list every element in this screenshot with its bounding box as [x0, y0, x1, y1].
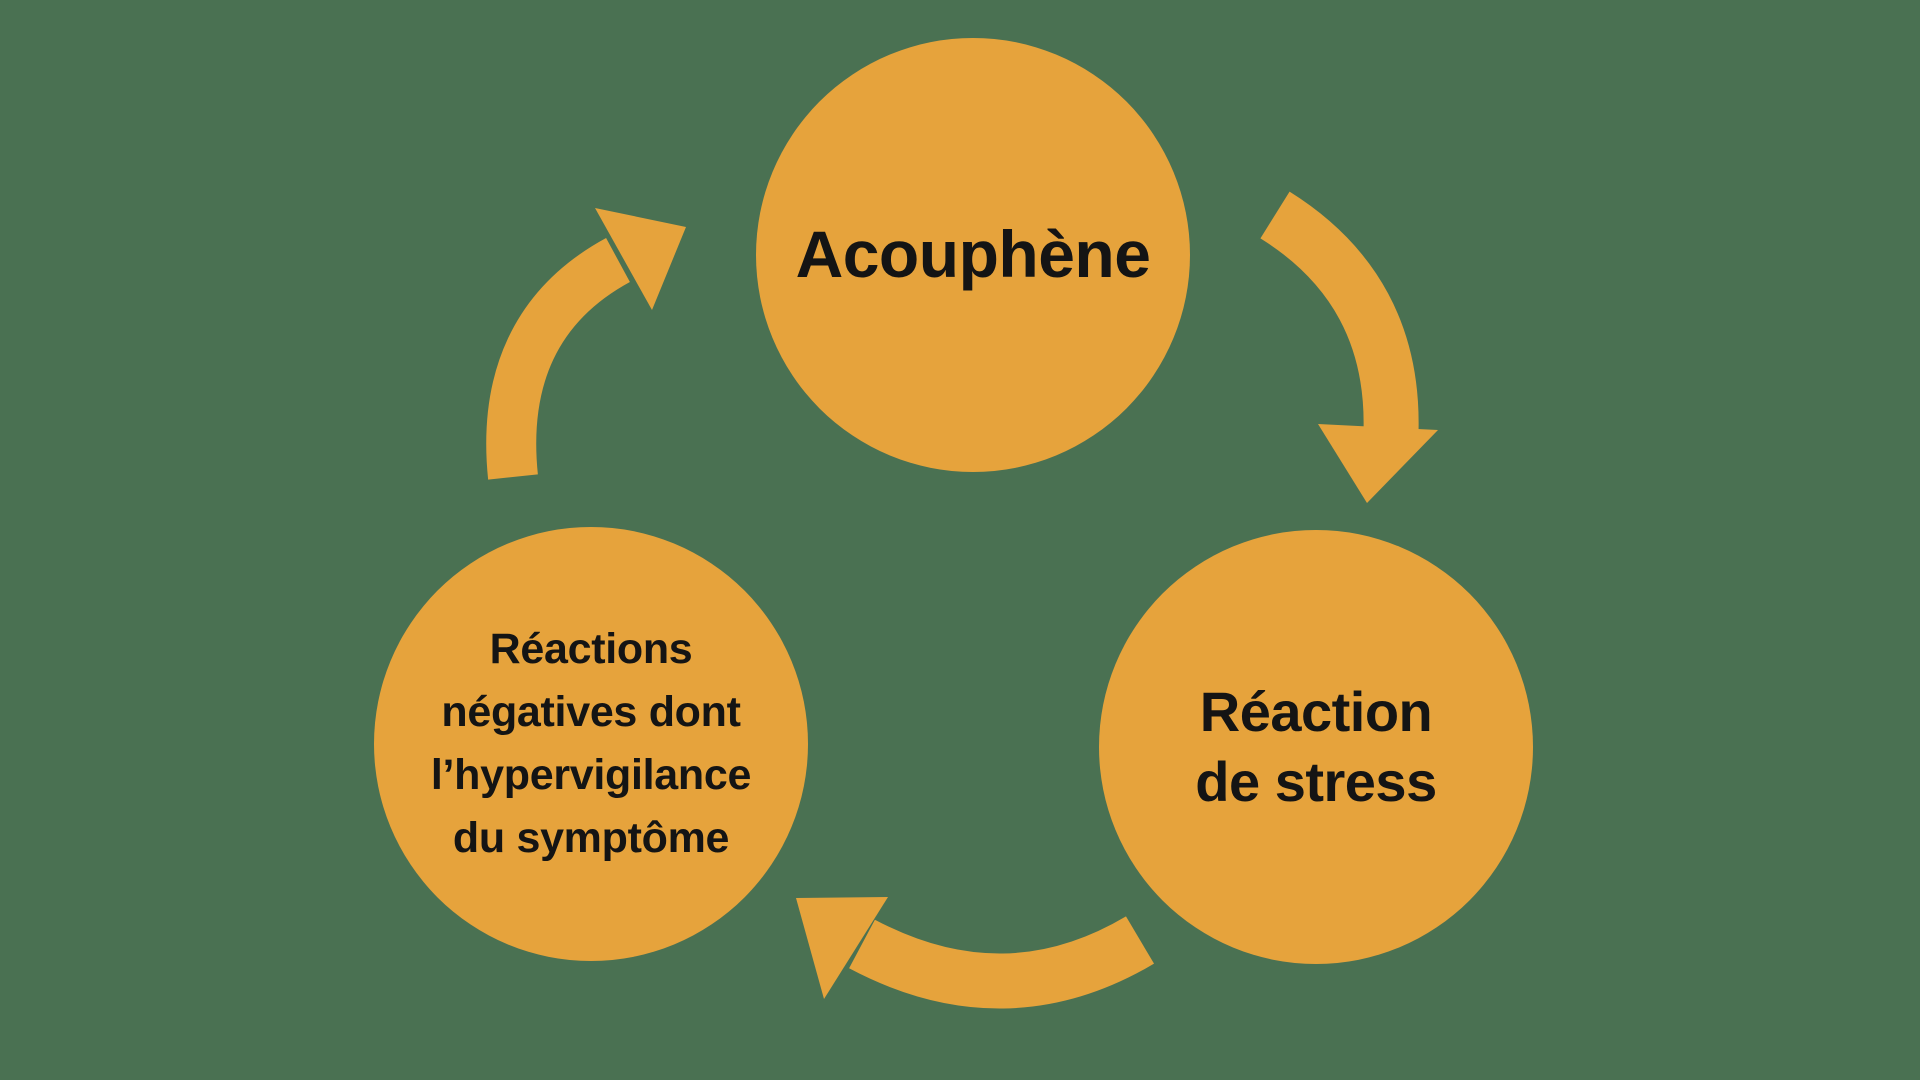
- arrow-stress-to-reactions-head-icon: [796, 897, 888, 999]
- arrow-acouphene-to-stress: [1260, 191, 1438, 503]
- arrow-acouphene-to-stress-head-icon: [1318, 424, 1438, 503]
- node-reaction-de-stress: Réaction de stress: [1099, 530, 1533, 964]
- arrow-stress-to-reactions-shaft: [849, 916, 1155, 1009]
- node-reactions-negatives-label-line2: négatives dont: [441, 688, 741, 736]
- arrow-reactions-to-acouphene-head-icon: [595, 208, 686, 310]
- node-reactions-negatives-label-line1: Réactions: [489, 625, 693, 673]
- node-reaction-de-stress-label-line1: Réaction: [1199, 680, 1433, 743]
- node-reactions-negatives-label-line4: du symptôme: [452, 814, 730, 862]
- node-acouphene-label: Acouphène: [795, 217, 1151, 292]
- node-reaction-de-stress-label-line2: de stress: [1195, 750, 1437, 813]
- arrow-acouphene-to-stress-shaft: [1260, 191, 1419, 433]
- arrow-reactions-to-acouphene-shaft: [486, 238, 631, 480]
- node-reactions-negatives: Réactions négatives dont l’hypervigilanc…: [374, 527, 808, 961]
- arrow-stress-to-reactions: [796, 897, 1155, 1009]
- node-reactions-negatives-label-line3: l’hypervigilance: [430, 751, 752, 799]
- node-acouphene: Acouphène: [756, 38, 1190, 472]
- arrow-reactions-to-acouphene: [486, 208, 686, 480]
